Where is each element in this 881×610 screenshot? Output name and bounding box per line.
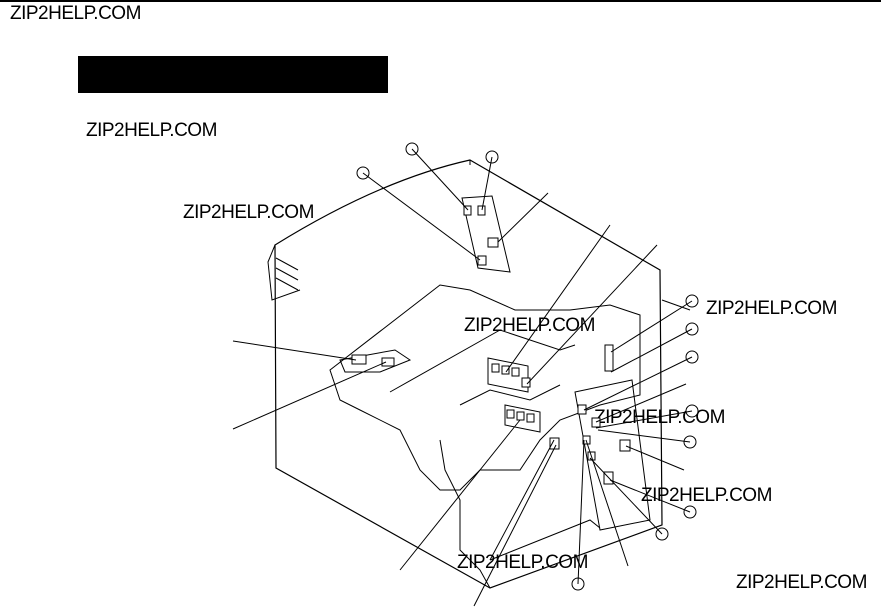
leader-lines — [232, 148, 693, 607]
watermark-right-lower: ZIP2HELP.COM — [641, 485, 772, 506]
watermark-upper-left: ZIP2HELP.COM — [86, 120, 217, 141]
lower-frame — [439, 439, 601, 589]
watermark-right-upper: ZIP2HELP.COM — [706, 298, 837, 319]
middle-frame — [329, 284, 641, 491]
center-connector-board — [487, 357, 560, 450]
right-side-panel — [574, 344, 651, 531]
watermark-top-left: ZIP2HELP.COM — [10, 3, 141, 24]
chassis-outline — [267, 159, 691, 589]
watermark-bottom-center: ZIP2HELP.COM — [457, 552, 588, 573]
section-title-bar — [78, 56, 388, 93]
upper-circuit-board — [461, 195, 511, 273]
top-rule — [0, 0, 881, 2]
watermark-bottom-right: ZIP2HELP.COM — [736, 572, 867, 593]
watermark-left-mid: ZIP2HELP.COM — [183, 202, 314, 223]
watermark-center: ZIP2HELP.COM — [464, 315, 595, 336]
